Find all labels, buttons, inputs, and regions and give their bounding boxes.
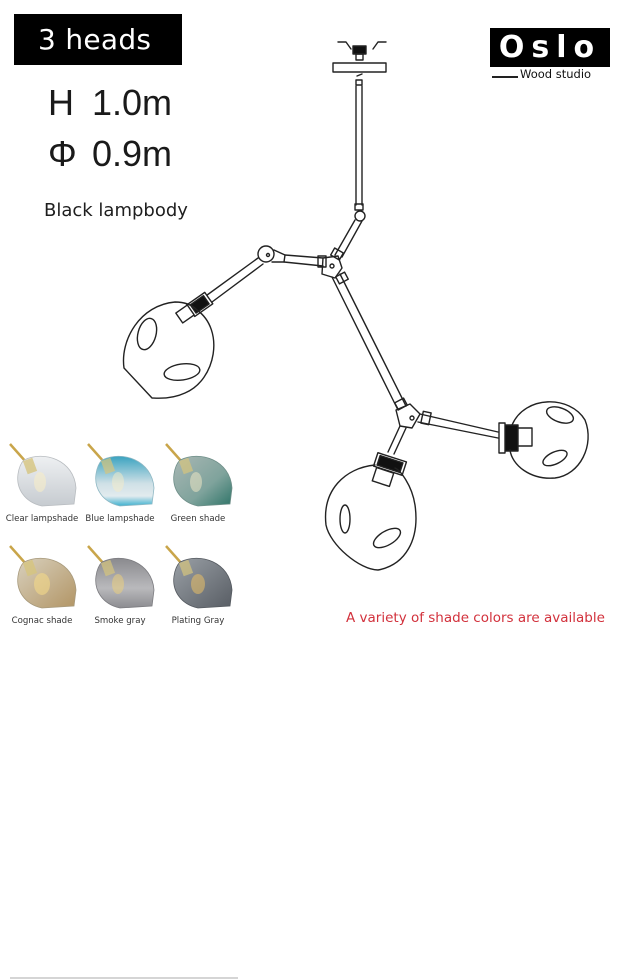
shade-label: Cognac shade [11,616,73,626]
diameter-spec: Φ 0.9m [48,133,172,175]
shade-label: Clear lampshade [5,514,79,524]
height-value: 1.0m [92,82,173,123]
shade-swatch-clear[interactable]: Clear lampshade [4,440,80,532]
height-spec: H 1.0m [48,82,172,124]
heads-count-badge: 3 heads [14,14,182,65]
shade-availability-note: A variety of shade colors are available [346,610,605,626]
shade-swatch-smoke-gray[interactable]: Smoke gray [82,542,158,634]
shade-label: Smoke gray [94,616,146,626]
shade-label: Blue lampshade [85,514,155,524]
shade-label: Plating Gray [171,616,225,626]
green-shade-icon [165,443,233,507]
diameter-symbol: Φ [48,133,77,174]
logo-wordmark: Oslo [490,28,610,67]
chandelier-drawing-icon [122,41,589,571]
shade-swatch-blue[interactable]: Blue lampshade [82,440,158,532]
cognac-shade-icon [9,545,77,609]
shade-swatch-plating-gray[interactable]: Plating Gray [160,542,236,634]
clear-shade-icon [9,443,77,507]
diameter-value: 0.9m [92,133,173,174]
shade-swatch-cognac[interactable]: Cognac shade [4,542,80,634]
plating-gray-shade-icon [165,545,233,609]
logo-subtitle: Wood studio [520,67,592,81]
shade-label: Green shade [170,514,226,524]
height-symbol: H [48,82,74,123]
shade-swatch-green[interactable]: Green shade [160,440,236,532]
logo-rule [492,76,518,78]
lampbody-note: Black lampbody [44,200,188,221]
blue-shade-icon [87,443,155,507]
smoke-gray-shade-icon [87,545,155,609]
shade-color-grid: Clear lampshade Blue lampshade Green sha… [4,440,238,979]
brand-logo: Oslo Wood studio [490,28,610,88]
